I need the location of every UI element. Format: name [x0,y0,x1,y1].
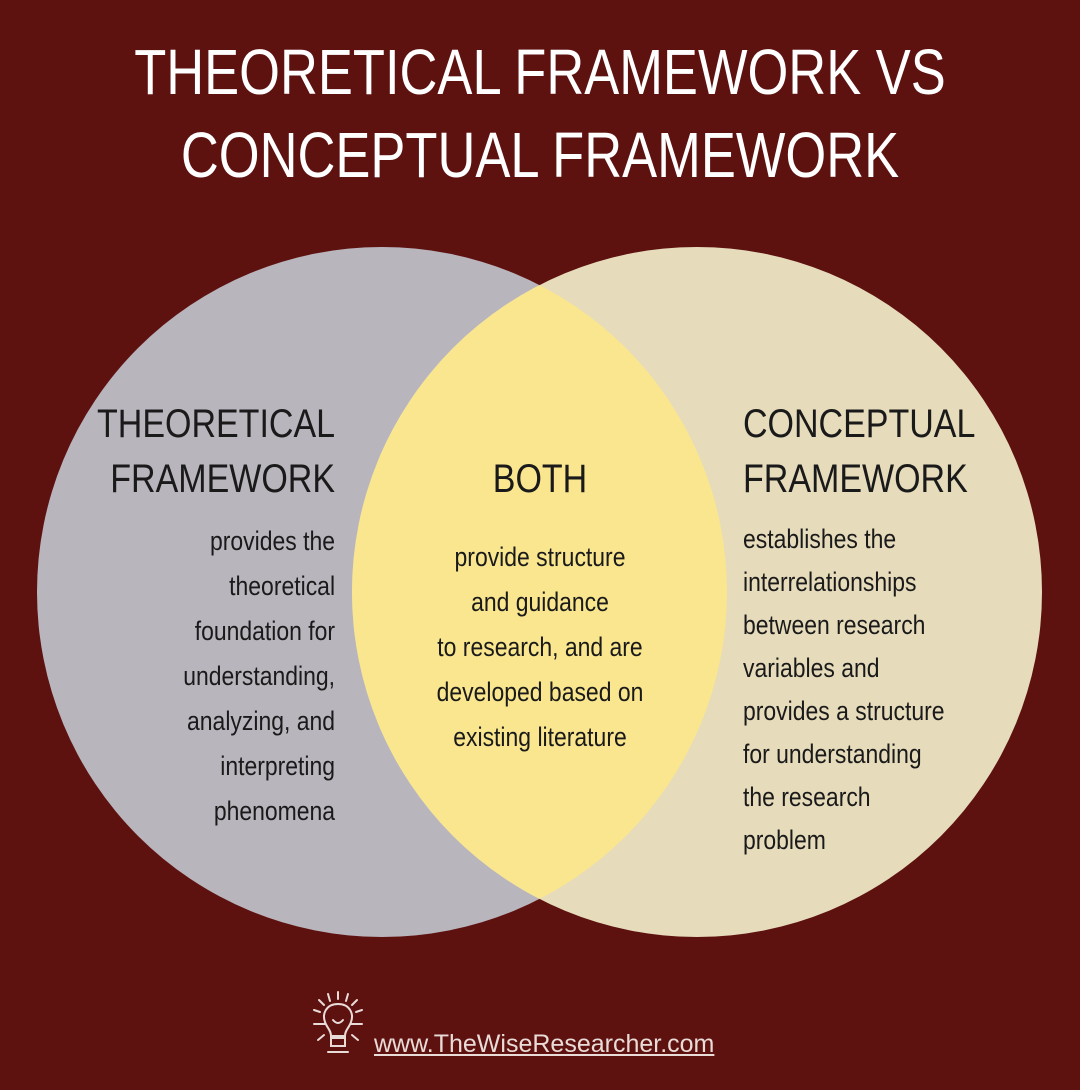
conceptual-text: provides a structure [743,696,945,726]
both-section: BOTH provide structure and guidance to r… [370,452,710,760]
title-line-2: CONCEPTUAL FRAMEWORK [180,119,900,191]
both-text: to research, and are [437,632,643,662]
conceptual-heading-1: CONCEPTUAL [743,402,976,446]
conceptual-heading-2: FRAMEWORK [743,457,968,501]
both-text: and guidance [471,587,609,617]
both-heading: BOTH [492,457,588,501]
conceptual-text: variables and [743,653,880,683]
conceptual-text: between research [743,610,926,640]
conceptual-section: CONCEPTUAL FRAMEWORK establishes the int… [743,397,975,862]
website-link[interactable]: www.TheWiseResearcher.com [374,1030,715,1058]
conceptual-text: the research [743,782,871,812]
theoretical-text: analyzing, and [186,706,335,736]
title-line-1: THEORETICAL FRAMEWORK VS [134,36,946,108]
conceptual-text: establishes the [743,524,897,554]
both-text: developed based on [436,677,644,707]
conceptual-text: for understanding [743,739,922,769]
both-text: provide structure [454,542,626,572]
theoretical-text: foundation for [194,616,335,646]
theoretical-heading-2: FRAMEWORK [110,457,335,501]
conceptual-text: problem [743,825,826,855]
both-text: existing literature [453,722,627,752]
theoretical-section: THEORETICAL FRAMEWORK provides the theor… [97,397,335,834]
lightbulb-mascot-icon [313,991,363,1053]
conceptual-text: interrelationships [743,567,917,597]
theoretical-heading-1: THEORETICAL [96,402,335,446]
theoretical-text: interpreting [220,751,335,781]
theoretical-text: phenomena [213,796,335,826]
overlap-region [352,247,727,937]
theoretical-text: understanding, [183,661,335,691]
theoretical-text: theoretical [229,571,335,601]
theoretical-text: provides the [209,526,335,556]
